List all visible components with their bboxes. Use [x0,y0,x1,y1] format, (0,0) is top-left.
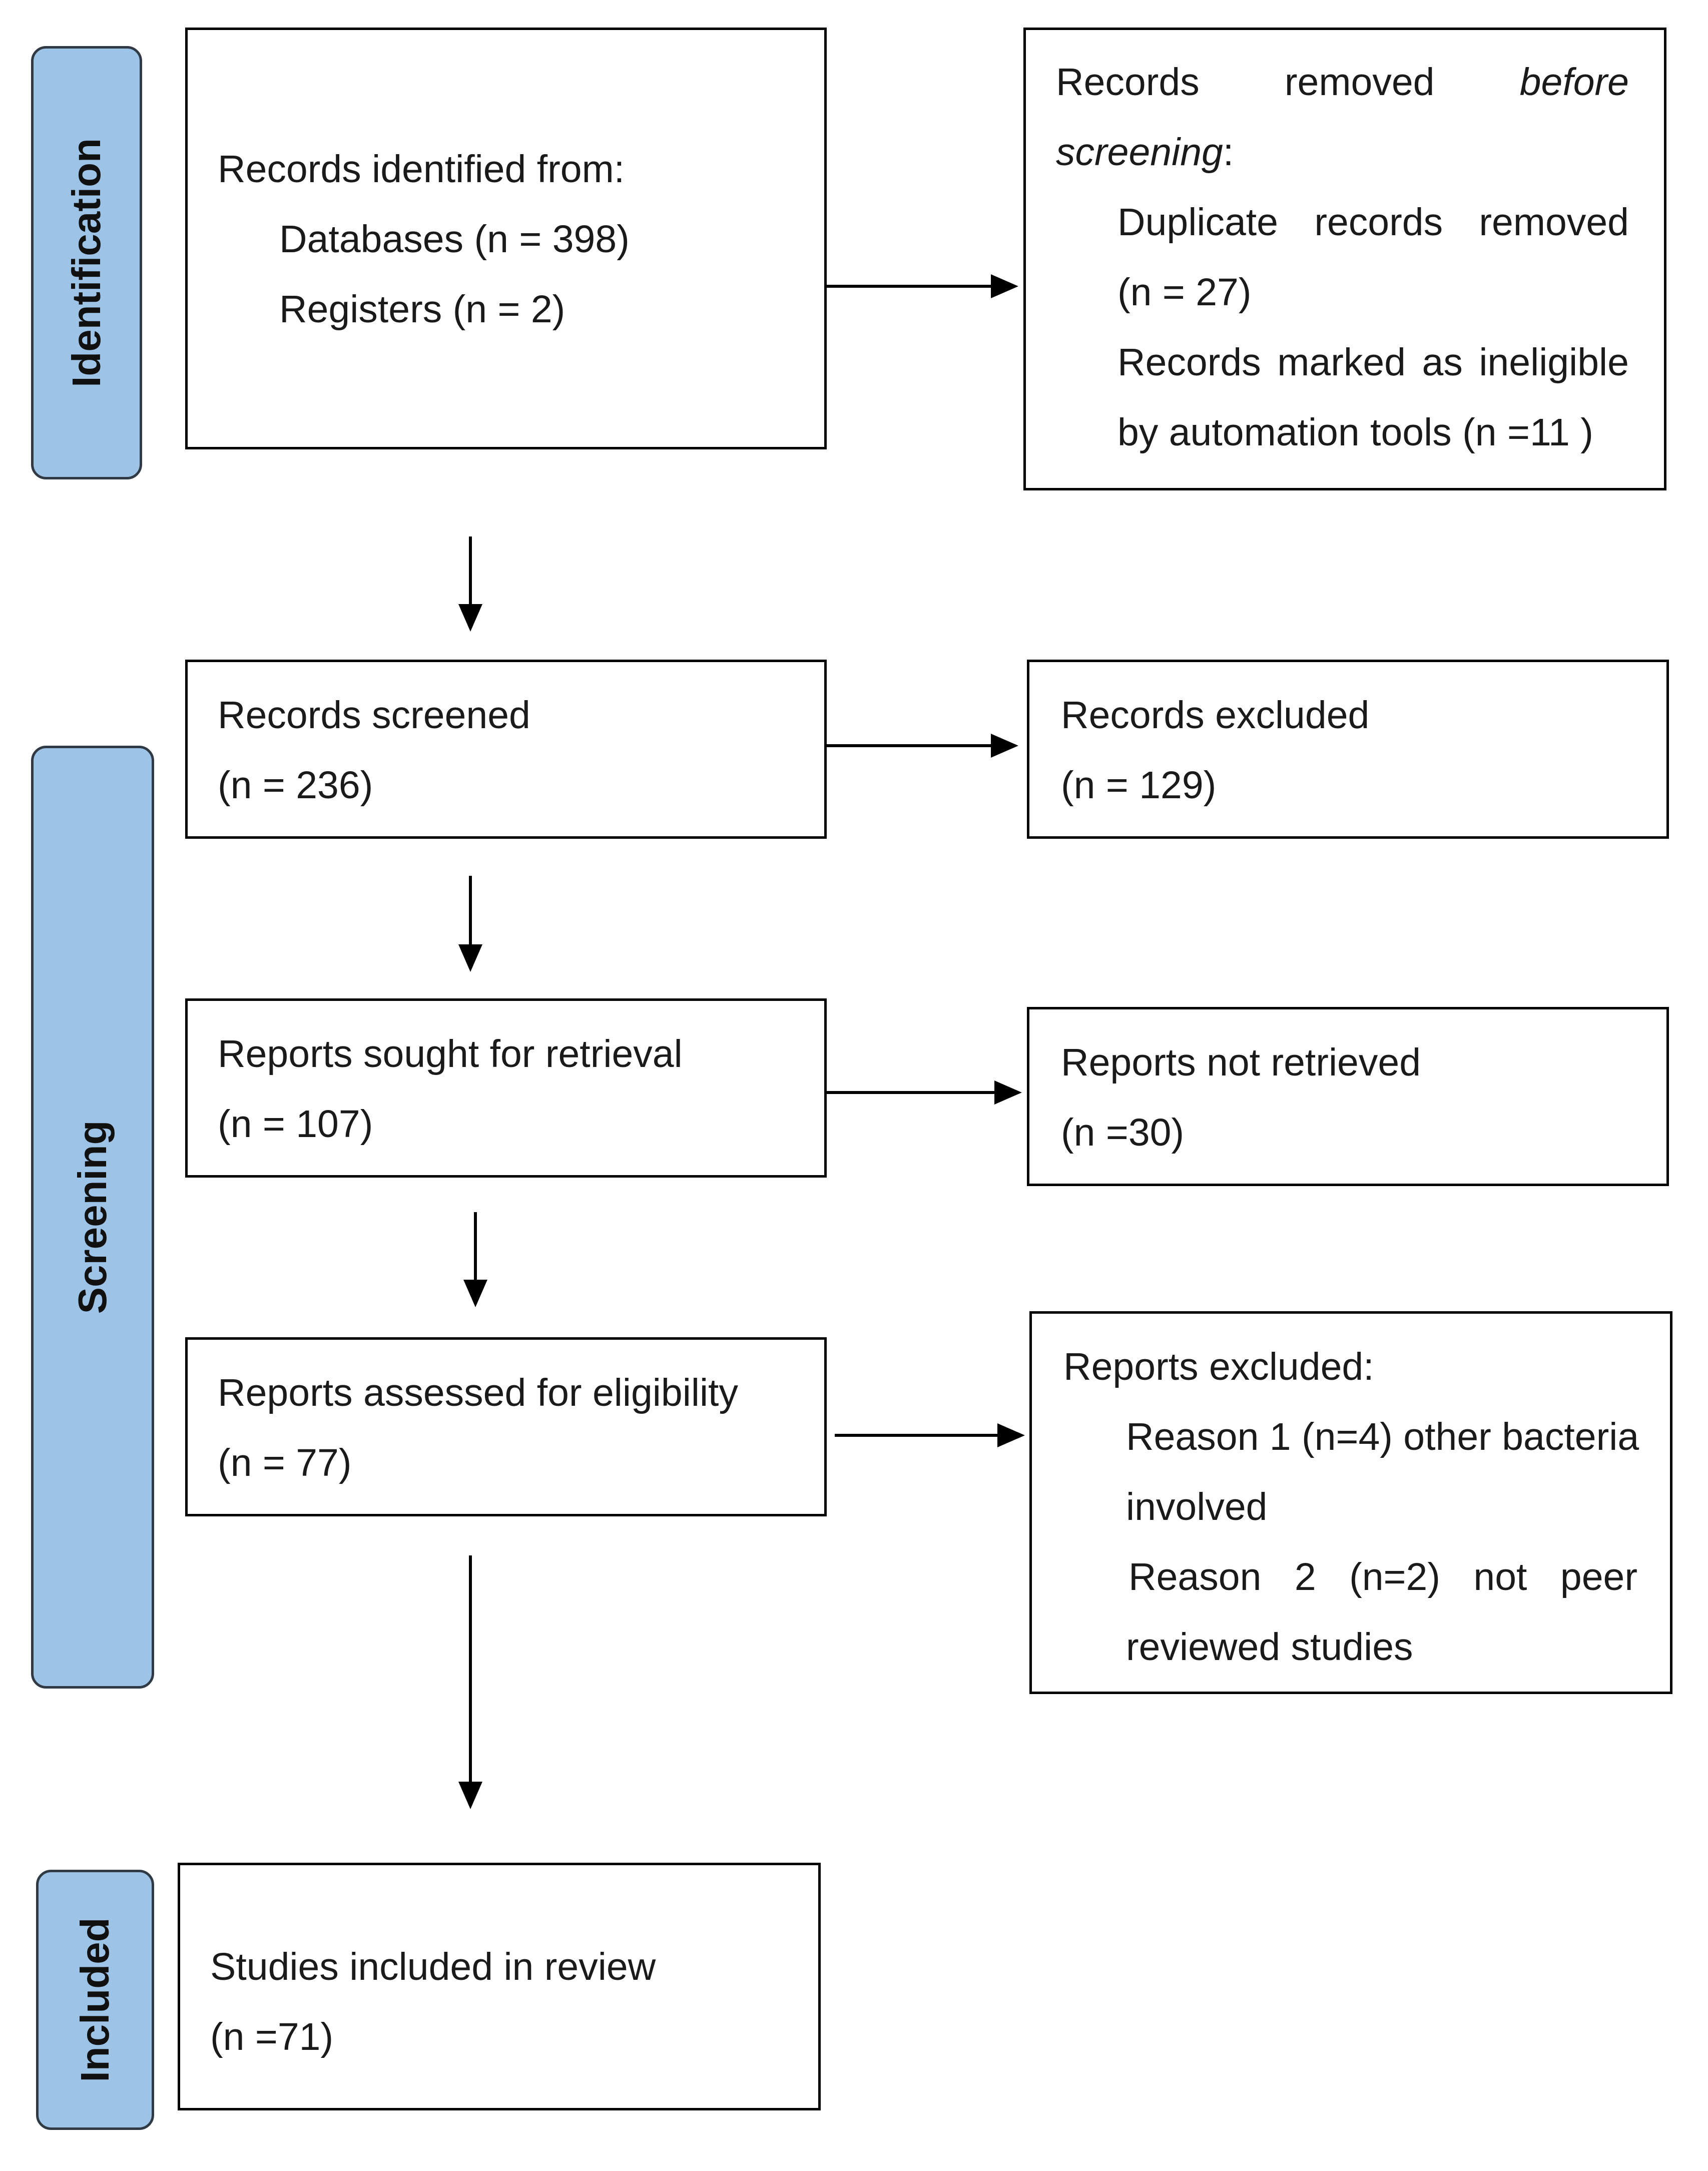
arrowhead-identified-to-screened [458,604,482,632]
records-excluded-title: Records excluded [1061,694,1370,737]
records-databases: Databases (n = 398) [279,218,630,261]
ineligible-line-2: by automation tools (n =11 ) [1117,411,1593,454]
reports-assessed-count: (n = 77) [218,1441,352,1484]
reason-2-word-2: 2 [1294,1555,1316,1598]
records-excluded-count: (n = 129) [1061,764,1217,807]
ineligible-word-3: as [1422,341,1463,384]
removed-word-before: before [1519,61,1629,104]
studies-included-count: (n =71) [210,2015,334,2058]
records-registers: Registers (n = 2) [279,288,565,331]
duplicates-count: (n = 27) [1117,271,1252,314]
ineligible-word-4: ineligible [1479,341,1629,384]
box-records-removed: Records removed before screening: Duplic… [1023,28,1666,490]
reason-2-word-3: (n=2) [1349,1555,1440,1598]
removed-line-1: Records removed before [1056,63,1629,102]
box-records-screened: Records screened (n = 236) [185,660,827,839]
removed-colon: : [1223,131,1234,174]
reports-not-retrieved-title: Reports not retrieved [1061,1041,1421,1084]
removed-line-2: screening: [1056,133,1234,172]
box-reports-not-retrieved: Reports not retrieved (n =30) [1027,1007,1669,1186]
reports-sought-title: Reports sought for retrieval [218,1032,683,1075]
records-identified-title: Records identified from: [218,148,625,191]
reports-assessed-title: Reports assessed for eligibility [218,1371,738,1414]
arrowhead-identified-to-removed [991,274,1018,298]
phase-screening: Screening [31,746,154,1689]
box-reports-excluded: Reports excluded: Reason 1 (n=4) other b… [1029,1311,1672,1694]
reason-2-cont: reviewed studies [1126,1625,1413,1669]
reports-not-retrieved-count: (n =30) [1061,1111,1185,1154]
box-reports-sought: Reports sought for retrieval (n = 107) [185,998,827,1178]
removed-word-screening: screening [1056,131,1223,174]
reason-2-word-1: Reason [1128,1555,1262,1598]
arrowhead-screened-to-excluded [991,734,1018,758]
box-records-identified: Records identified from: Databases (n = … [185,28,827,449]
duplicates-word-2: records [1314,201,1443,244]
arrowhead-assessed-to-included [458,1782,482,1809]
removed-word-records: Records [1056,61,1200,104]
reason-1-cont: involved [1126,1485,1268,1528]
arrowhead-sought-to-not-retrieved [994,1080,1022,1105]
reason-1: Reason 1 (n=4) other bacteria [1126,1415,1639,1458]
reports-sought-count: (n = 107) [218,1103,373,1146]
reports-excluded-title: Reports excluded: [1063,1345,1374,1388]
records-screened-count: (n = 236) [218,764,373,807]
duplicates-word-3: removed [1479,201,1629,244]
arrowhead-screened-to-sought [458,944,482,972]
duplicates-line: Duplicate records removed [1117,203,1629,242]
ineligible-word-1: Records [1117,341,1261,384]
phase-identification: Identification [31,46,142,479]
reason-2-word-4: not [1473,1555,1527,1598]
phase-included: Included [36,1870,154,2130]
reason-2: Reason 2 (n=2) not peer [1128,1558,1637,1596]
duplicates-word-1: Duplicate [1117,201,1279,244]
ineligible-line: Records marked as ineligible [1117,343,1629,382]
reason-2-word-5: peer [1560,1555,1637,1598]
studies-included-title: Studies included in review [210,1945,656,1988]
arrowhead-sought-to-assessed [463,1280,487,1307]
box-reports-assessed: Reports assessed for eligibility (n = 77… [185,1337,827,1516]
ineligible-word-2: marked [1277,341,1406,384]
arrowhead-assessed-to-reports-excluded [997,1423,1025,1447]
box-studies-included: Studies included in review (n =71) [178,1863,821,2110]
box-records-excluded: Records excluded (n = 129) [1027,660,1669,839]
removed-word-removed: removed [1284,61,1435,104]
records-screened-title: Records screened [218,694,530,737]
